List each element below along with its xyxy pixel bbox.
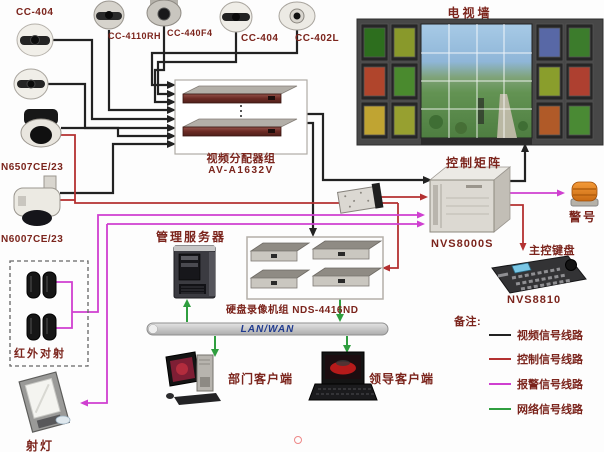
legend-label-network: 网络信号线路 [517,404,583,416]
department-client-pc [165,351,221,405]
legend-swatch-control [489,357,511,361]
label-camera-cc402l: CC-402L [295,33,340,44]
network-signal-wires [183,297,351,357]
label-camera-cc4110rh: CC-4110RH [108,31,162,41]
alarm-horn-device [570,181,599,207]
label-control-matrix: 控制矩阵 [446,156,503,170]
label-spotlight: 射灯 [26,439,55,452]
label-matrix-model: NVS8000S [431,238,494,250]
legend-item-control: 控制信号线路 [489,351,583,367]
legend-item-alarm: 报警信号线路 [489,376,583,392]
lan-wan-bus [146,322,389,336]
tv-wall-right-monitors [535,23,594,140]
camera-cc440f4 [146,0,182,27]
label-alarm-horn: 警号 [569,210,598,224]
legend-swatch-network [489,407,511,411]
watermark-dot [294,436,302,444]
legend-label-video: 视频信号线路 [517,330,583,342]
alarm-host-device [336,182,384,214]
label-camera-n6507: N6507CE/23 [1,162,64,173]
legend-item-network: 网络信号线路 [489,401,583,417]
control-matrix [428,166,512,233]
video-distributor-name: 视频分配器组 [206,153,276,165]
infrared-detectors-device [9,260,89,367]
video-signal-wires [48,26,529,237]
tv-wall-center-screen [420,23,533,145]
label-tv-wall: 电视墙 [447,6,493,20]
camera-cc404-top [219,1,253,33]
camera-cc402l [278,1,316,31]
alarm-signal-wires [56,189,565,407]
video-distributor [174,79,308,155]
legend-label-control: 控制信号线路 [517,354,583,366]
legend-title: 备注: [454,316,482,328]
dvr-group-device [246,236,384,300]
dvr-group-model: NDS-4416ND [292,305,359,316]
label-camera-cc440f4: CC-440F4 [167,28,213,38]
camera-dome-left-2 [13,68,49,100]
label-camera-cc404-top: CC-404 [241,33,279,44]
camera-cc4110rh [93,0,125,30]
label-camera-n6007: N6007CE/23 [1,234,64,245]
tv-wall [356,18,604,146]
management-server-device [173,245,216,299]
legend-item-video: 视频信号线路 [489,327,583,343]
tv-wall-left-monitors [360,23,419,140]
label-leader-client: 领导客户端 [369,372,435,386]
label-infrared-detectors: 红外对射 [14,348,66,360]
legend-swatch-video [489,333,511,337]
leader-client-laptop [308,351,378,401]
video-distributor-model: AV-A1632V [208,165,274,176]
label-management-server: 管理服务器 [156,230,227,244]
camera-cc404-left [16,23,54,57]
label-lan-wan: LAN/WAN [240,324,295,335]
legend-swatch-alarm [489,382,511,386]
label-camera-cc404-left: CC-404 [16,7,54,18]
label-keyboard-model: NVS8810 [507,294,562,306]
legend-label-alarm: 报警信号线路 [517,379,583,391]
label-department-client: 部门客户端 [228,372,294,386]
label-control-keyboard: 主控键盘 [529,245,575,257]
control-keyboard-device [491,255,587,294]
dvr-group-name: 硬盘录像机组 [226,305,289,316]
spotlight-device [18,371,71,433]
camera-n6507 [20,109,62,148]
label-video-distributor: 视频分配器组 AV-A1632V [175,153,307,177]
camera-n6007 [13,175,61,226]
label-dvr-group: 硬盘录像机组 NDS-4416ND [226,301,358,316]
